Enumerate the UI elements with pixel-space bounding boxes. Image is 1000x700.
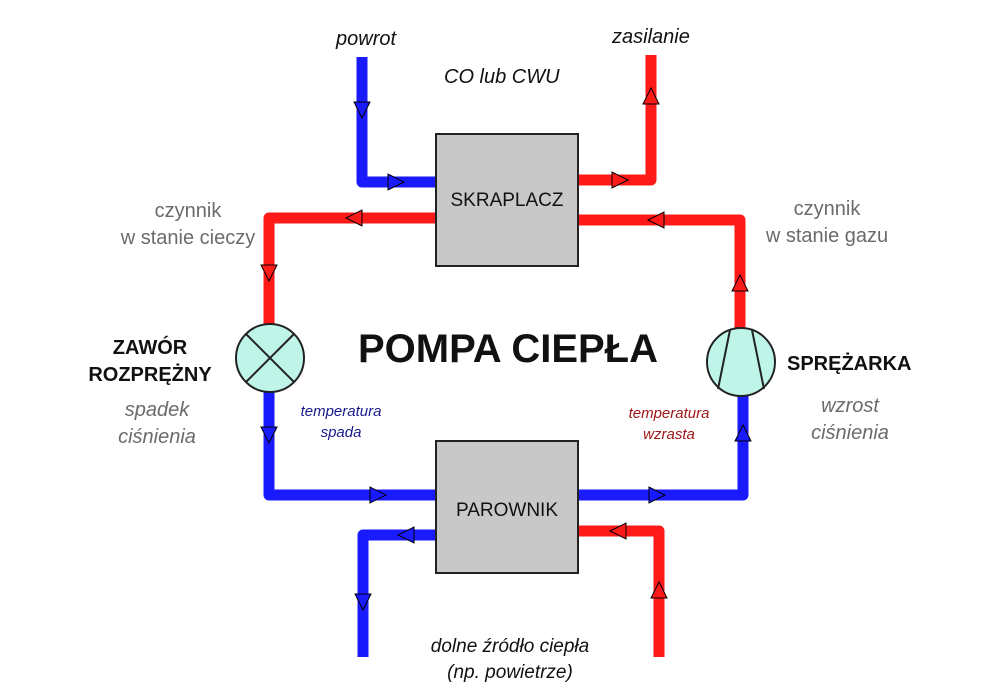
evaporator-box: [435, 440, 579, 574]
arrow-up-icon: [642, 86, 660, 105]
source-out-pipe: [357, 529, 436, 657]
arrow-down-icon: [260, 426, 278, 445]
temp-rise-line1: temperatura: [628, 405, 710, 422]
gas-state-label-line2: w stanie gazu: [765, 225, 889, 247]
gas-state-label-line1: czynnik: [793, 198, 861, 220]
temp-drop-line1: temperatura: [300, 403, 382, 420]
gas-pipe: [578, 214, 746, 332]
arrow-down-icon: [354, 593, 372, 612]
liquid-state-label-line2: w stanie cieczy: [120, 227, 256, 249]
arrow-left-icon: [396, 526, 415, 544]
temp-drop-line2: spada: [320, 424, 362, 441]
valve-name-line2: ROZPRĘŻNY: [88, 364, 212, 386]
arrow-right-icon: [387, 173, 406, 191]
compressor-icon: [706, 327, 776, 397]
supply-label: zasilanie: [612, 26, 690, 48]
return-label: powrot: [336, 28, 397, 50]
source-in-pipe: [578, 525, 665, 657]
arrow-left-icon: [344, 209, 363, 227]
pressure-drop-line1: spadek: [124, 399, 190, 421]
arrow-down-icon: [353, 101, 371, 120]
valve-cross-icon: [235, 323, 305, 393]
diagram-title: POMPA CIEPŁA: [357, 327, 659, 371]
arrow-down-icon: [260, 264, 278, 283]
pressure-rise-line1: wzrost: [821, 395, 879, 417]
arrow-left-icon: [646, 211, 665, 229]
condenser-box: [435, 133, 579, 267]
temp-rise-line2: wzrasta: [643, 426, 695, 443]
arrow-up-icon: [731, 273, 749, 292]
pressure-rise-line2: ciśnienia: [811, 422, 889, 444]
system-name-label: CO lub CWU: [444, 66, 560, 88]
arrow-right-icon: [648, 486, 667, 504]
evaporator-label: PAROWNIK: [455, 500, 559, 521]
arrow-right-icon: [611, 171, 630, 189]
arrow-right-icon: [369, 486, 388, 504]
liquid-pipe: [263, 212, 436, 330]
heat-source-line1: dolne źródło ciepła: [430, 636, 590, 657]
arrow-left-icon: [608, 522, 627, 540]
arrow-up-icon: [734, 423, 752, 442]
heat-source-line2: (np. powietrze): [447, 662, 573, 683]
condenser-label: SKRAPLACZ: [450, 190, 564, 211]
arrow-up-icon: [650, 580, 668, 599]
return-pipe: [356, 57, 436, 188]
valve-name-line1: ZAWÓR: [112, 337, 188, 359]
liquid-state-label-line1: czynnik: [154, 200, 222, 222]
supply-pipe: [578, 55, 657, 186]
pressure-drop-line2: ciśnienia: [118, 426, 196, 448]
compressor-name: SPRĘŻARKA: [787, 353, 912, 375]
